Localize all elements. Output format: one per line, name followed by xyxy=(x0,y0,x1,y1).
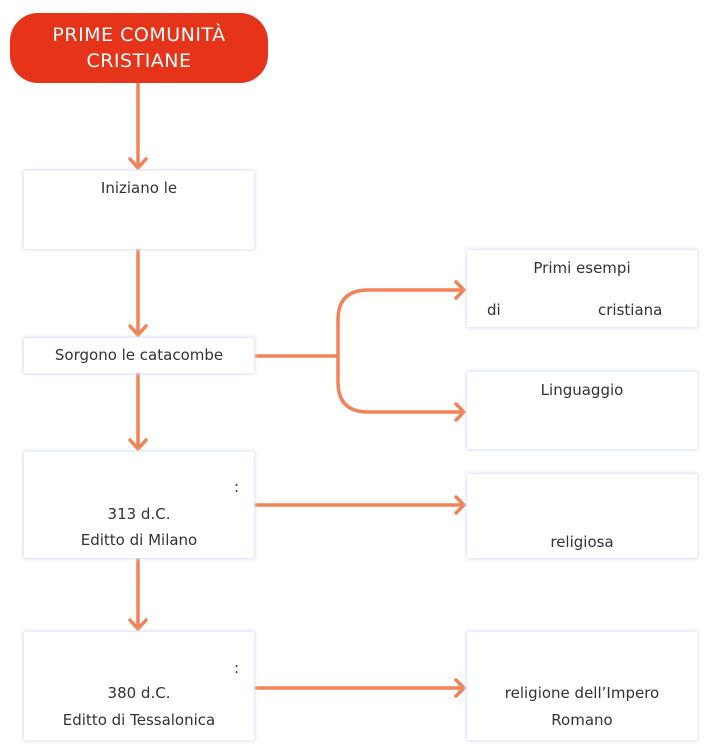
arrow-box2-to-box3 xyxy=(128,371,148,451)
title-node: PRIME COMUNITÀ CRISTIANE xyxy=(10,13,268,83)
arrow-box4-to-right xyxy=(254,678,466,698)
node-text: Editto di Milano xyxy=(80,531,198,549)
node-colon: : xyxy=(234,659,240,677)
title-line2: CRISTIANE xyxy=(86,50,192,72)
arrow-title-to-box1 xyxy=(128,81,148,170)
node-colon: : xyxy=(234,478,240,496)
node-date: 380 d.C. xyxy=(107,684,171,702)
node-word-right: cristiana xyxy=(598,301,663,319)
node-catacombe: Sorgono le catacombe xyxy=(24,338,254,373)
node-text: Sorgono le catacombe xyxy=(54,346,224,364)
arrow-box3-to-right xyxy=(254,495,466,515)
arrow-box3-to-box4 xyxy=(128,556,148,631)
node-iniziano: Iniziano le xyxy=(24,171,254,249)
node-text: religiosa xyxy=(550,533,614,551)
node-word-left: di xyxy=(487,301,501,319)
node-primi-esempi: Primi esempi di cristiana xyxy=(467,250,697,327)
title-line1: PRIME COMUNITÀ xyxy=(52,24,226,46)
node-editto-tessalonica: : 380 d.C. Editto di Tessalonica xyxy=(24,632,254,740)
node-text: Editto di Tessalonica xyxy=(62,711,216,729)
node-text: Linguaggio xyxy=(540,381,624,399)
node-text: Romano xyxy=(551,711,613,729)
node-text: Iniziano le xyxy=(100,179,178,197)
arrow-box1-to-box2 xyxy=(128,247,148,337)
arrow-branch xyxy=(254,280,466,422)
node-date: 313 d.C. xyxy=(107,505,171,523)
node-text: religione dell’Impero xyxy=(504,684,660,702)
node-religiosa: religiosa xyxy=(467,474,697,558)
node-linguaggio: Linguaggio xyxy=(467,372,697,449)
node-religione-impero: religione dell’Impero Romano xyxy=(467,632,697,740)
node-editto-milano: : 313 d.C. Editto di Milano xyxy=(24,452,254,558)
node-text: Primi esempi xyxy=(533,259,631,277)
